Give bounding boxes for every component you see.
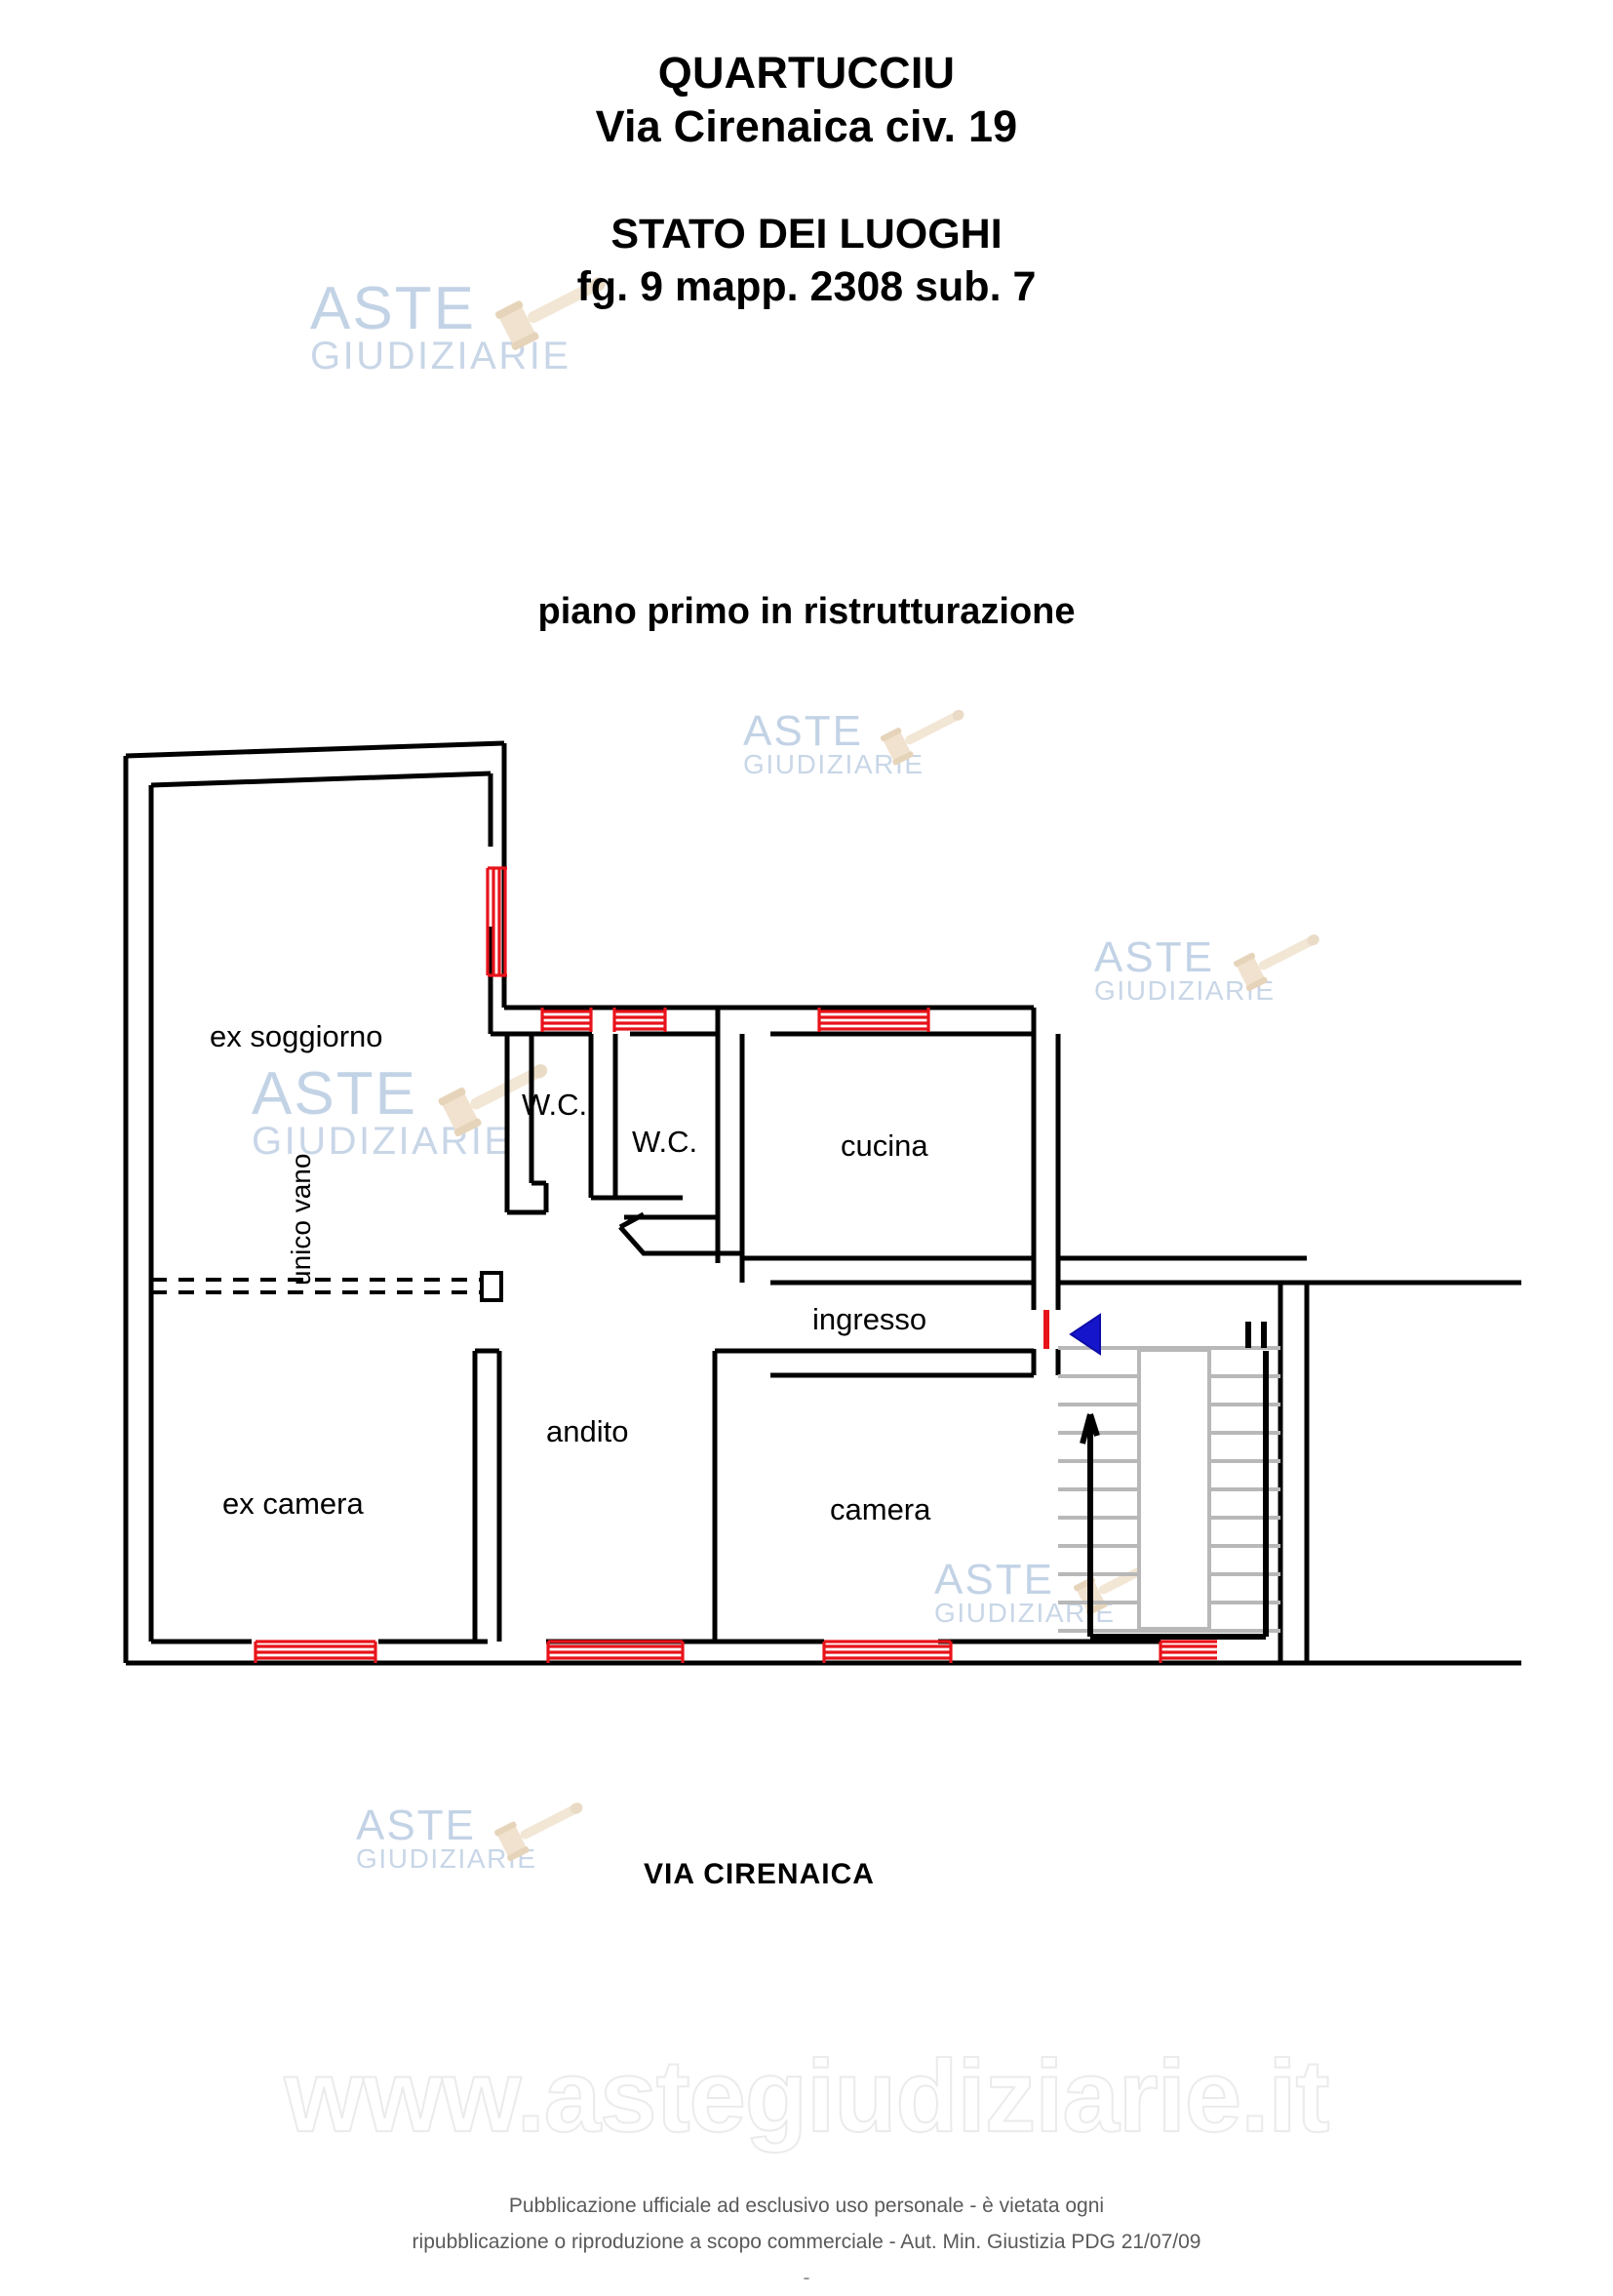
footer-notice: Pubblicazione ufficiale ad esclusivo uso…	[0, 2189, 1613, 2296]
room-label-ex-camera: ex camera	[222, 1486, 364, 1521]
room-label-cucina: cucina	[841, 1128, 928, 1163]
room-label-andito: andito	[546, 1414, 628, 1448]
footer-line-1: Pubblicazione ufficiale ad esclusivo uso…	[0, 2189, 1613, 2225]
unico-vano-divider	[151, 1280, 482, 1292]
window	[256, 1642, 375, 1663]
page-title: piano primo in ristrutturazione	[0, 591, 1613, 633]
window	[542, 1008, 591, 1032]
windows-group	[256, 868, 1217, 1663]
window	[1161, 1642, 1217, 1663]
municipality-title: QUARTUCCIU	[0, 47, 1613, 100]
room-label-wc-1: W.C.	[522, 1088, 587, 1122]
door-swings	[620, 1214, 743, 1253]
window	[824, 1642, 951, 1663]
cadastral-reference: fg. 9 mapp. 2308 sub. 7	[0, 261, 1613, 314]
room-label-ex-soggiorno: ex soggiorno	[210, 1019, 383, 1053]
window	[819, 1008, 928, 1032]
window	[548, 1642, 683, 1663]
address-title: Via Cirenaica civ. 19	[0, 100, 1613, 154]
divider-endpoint	[482, 1273, 501, 1300]
room-label-camera: camera	[830, 1492, 931, 1526]
walls-group	[126, 743, 1521, 1663]
room-label-ingresso: ingresso	[812, 1302, 926, 1336]
staircase	[1058, 1322, 1280, 1637]
room-label-unico-vano: unico vano	[286, 1154, 316, 1286]
room-label-wc-2: W.C.	[632, 1125, 697, 1159]
footer-line-2: ripubblicazione o riproduzione a scopo c…	[0, 2225, 1613, 2261]
section-title: STATO DEI LUOGHI	[0, 209, 1613, 261]
footer-line-3: -	[0, 2261, 1613, 2296]
title-block: QUARTUCCIU Via Cirenaica civ. 19 STATO D…	[0, 47, 1613, 313]
window	[614, 1008, 665, 1032]
street-label: VIA CIRENAICA	[644, 1858, 875, 1891]
